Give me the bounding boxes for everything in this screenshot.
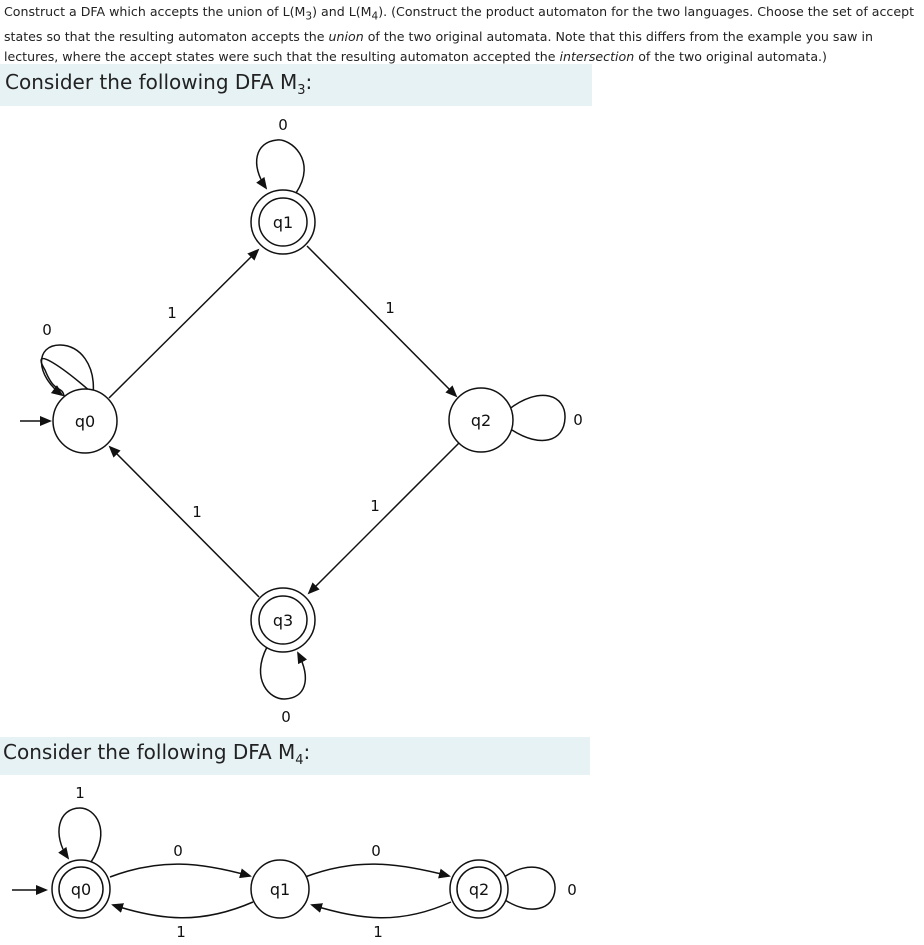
m4-heading-band [0,737,590,775]
m4-label-q0-q1: 0 [173,842,183,860]
m4-edge-q2-q1 [310,901,452,919]
m4-loop-q0 [58,807,102,863]
m4-label-q2-q1: 1 [373,923,383,941]
m3-edge-q0-q1 [108,248,260,399]
m4-diagram: q0 q1 q2 1 0 1 0 1 0 [12,784,577,941]
question-part: ) and L(M [312,4,372,19]
m4-edge-q1-q2 [304,863,451,879]
m3-state-label-q3: q3 [273,611,293,630]
m3-heading-text: Consider the following DFA M [5,70,298,94]
m3-label-q2-q3: 1 [370,497,380,515]
m3-loop-q2 [497,394,566,442]
m4-state-q0 [51,859,111,919]
m3-state-label-q0: q0 [75,412,95,431]
m3-label-q1-q2: 1 [385,299,395,317]
question-part: Construct a DFA which accepts the union … [4,4,306,19]
m4-state-label-q2: q2 [469,880,489,899]
m3-loop-q0-arc [40,344,95,397]
m3-label-q1-loop: 0 [278,116,288,134]
m3-label-q3-loop: 0 [281,708,291,726]
m3-loop-q1 [256,139,305,194]
m3-state-label-q1: q1 [273,213,293,232]
m3-edge-q1-q2 [306,245,458,398]
intersection-word: intersection [559,48,635,64]
m3-state-q2 [448,387,514,453]
m3-state-q3 [250,587,316,653]
m3-state-q1 [250,189,316,255]
m4-label-q1-q2: 0 [371,842,381,860]
m3-loop-q3 [259,646,308,700]
m3-state-q1-inner [258,197,308,247]
m3-label-q2-loop: 0 [573,411,583,429]
m3-heading-band [0,64,592,106]
question-part: ). (Construct the product automaton for … [4,4,915,44]
m3-subscript: 3 [305,10,313,23]
m4-state-label-q0: q0 [71,880,91,899]
m4-edge-q1-q0 [111,901,254,919]
m3-state-q3-inner [258,595,308,645]
m3-edge-q2-q3 [307,441,461,595]
m4-label-q1-q0: 1 [176,923,186,941]
m3-label-q3-q0: 1 [192,503,202,521]
m3-state-label-q2: q2 [471,411,491,430]
m4-label-q0-loop: 1 [75,784,85,802]
m3-edge-q3-q0 [108,445,260,598]
m4-state-q2-inner [456,866,502,912]
m3-heading-subscript: 3 [297,83,306,98]
m3-heading-colon: : [305,70,313,94]
m4-state-q1 [250,859,310,919]
m4-heading: Consider the following DFA M4: [3,740,310,768]
m4-state-q0-inner [58,866,104,912]
union-word: union [328,28,364,44]
m3-label-q0-loop: 0 [42,321,52,339]
m3-diagram: q0 q1 q2 q3 0 1 0 1 0 1 0 1 [20,116,583,726]
question-part: of the two original automata.) [634,48,827,64]
m4-heading-subscript: 4 [295,753,304,768]
question-text: Construct a DFA which accepts the union … [4,2,922,67]
m4-subscript: 4 [371,10,379,23]
question-part: of the two original automata. Note that … [4,28,873,64]
m4-heading-text: Consider the following DFA M [3,740,296,764]
m4-loop-q2 [491,866,556,910]
m3-heading: Consider the following DFA M3: [5,70,312,98]
m3-state-q0 [52,388,118,454]
m4-label-q2-loop: 0 [567,881,577,899]
m4-edge-q0-q1 [109,863,252,879]
m4-heading-colon: : [303,740,311,764]
m4-state-q2 [449,859,509,919]
m4-state-label-q1: q1 [270,880,290,899]
m3-label-q0-q1: 1 [167,304,177,322]
